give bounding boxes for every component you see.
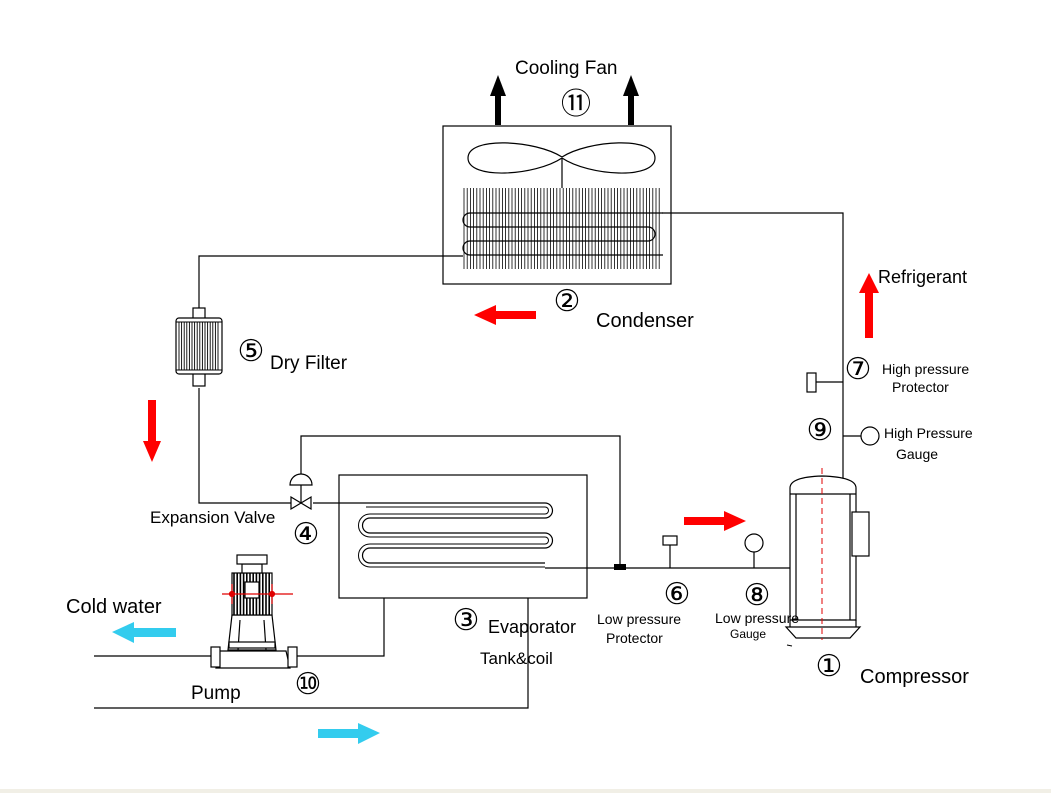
high-pressure-gauge <box>843 426 880 446</box>
condenser-coil <box>462 212 663 256</box>
fan-airflow-arrows <box>490 75 639 125</box>
number-11: ⑪ <box>561 88 591 121</box>
number-8: ⑧ <box>744 579 771 612</box>
refrigerant-label: Refrigerant <box>878 267 967 287</box>
low-pressure-protector-label-2: Protector <box>606 630 663 646</box>
water-flow-arrows <box>112 622 380 744</box>
flow-arrow-refrigerant-up <box>859 273 879 338</box>
flow-arrow-condenser <box>474 305 536 325</box>
sensor-connection <box>614 564 626 570</box>
dry-filter <box>175 307 223 387</box>
low-pressure-protector-label-1: Low pressure <box>597 611 681 627</box>
pump <box>210 554 298 669</box>
flow-arrow-suction <box>684 511 746 531</box>
compressor <box>784 468 870 647</box>
bottom-border <box>0 789 1051 793</box>
expansion-valve-label: Expansion Valve <box>150 508 275 527</box>
compressor-label: Compressor <box>860 666 969 688</box>
dry-filter-label: Dry Filter <box>270 353 348 374</box>
fan-arrow-right <box>623 75 639 125</box>
low-pressure-gauge-label-2: Gauge <box>730 627 766 641</box>
evaporator-label: Evaporator <box>488 617 576 637</box>
refrigerant-flow-arrows <box>143 273 879 531</box>
fan-arrow-left <box>490 75 506 125</box>
number-1: ① <box>816 650 843 683</box>
cooling-fan-label: Cooling Fan <box>515 58 617 79</box>
tank-coil-label: Tank&coil <box>480 649 553 668</box>
number-6: ⑥ <box>664 578 691 611</box>
low-pressure-protector <box>662 535 678 568</box>
high-pressure-gauge-label-1: High Pressure <box>884 425 973 441</box>
number-4: ④ <box>293 518 320 551</box>
evaporator <box>338 474 588 599</box>
expansion-valve <box>289 473 313 511</box>
cold-water-out-arrow <box>112 622 176 643</box>
high-pressure-gauge-label-2: Gauge <box>896 446 938 462</box>
number-2: ② <box>554 285 581 318</box>
number-3: ③ <box>453 604 480 637</box>
cooling-fan-propeller <box>467 142 656 188</box>
high-pressure-protector-label-2: Protector <box>892 379 949 395</box>
condenser-label: Condenser <box>596 310 694 332</box>
low-pressure-gauge-label-1: Low pressure <box>715 610 799 626</box>
number-10: ⑩ <box>295 668 322 701</box>
condenser-fins <box>463 188 660 269</box>
flow-arrow-down <box>143 400 161 462</box>
high-pressure-protector-label-1: High pressure <box>882 361 969 377</box>
high-pressure-protector <box>806 372 843 393</box>
low-pressure-gauge <box>744 533 764 568</box>
cold-water-label: Cold water <box>66 596 162 618</box>
number-7: ⑦ <box>845 353 872 386</box>
number-9: ⑨ <box>807 414 834 447</box>
number-5: ⑤ <box>238 335 265 368</box>
water-return-arrow <box>318 723 380 744</box>
condenser <box>442 125 672 285</box>
pump-label: Pump <box>191 683 241 704</box>
